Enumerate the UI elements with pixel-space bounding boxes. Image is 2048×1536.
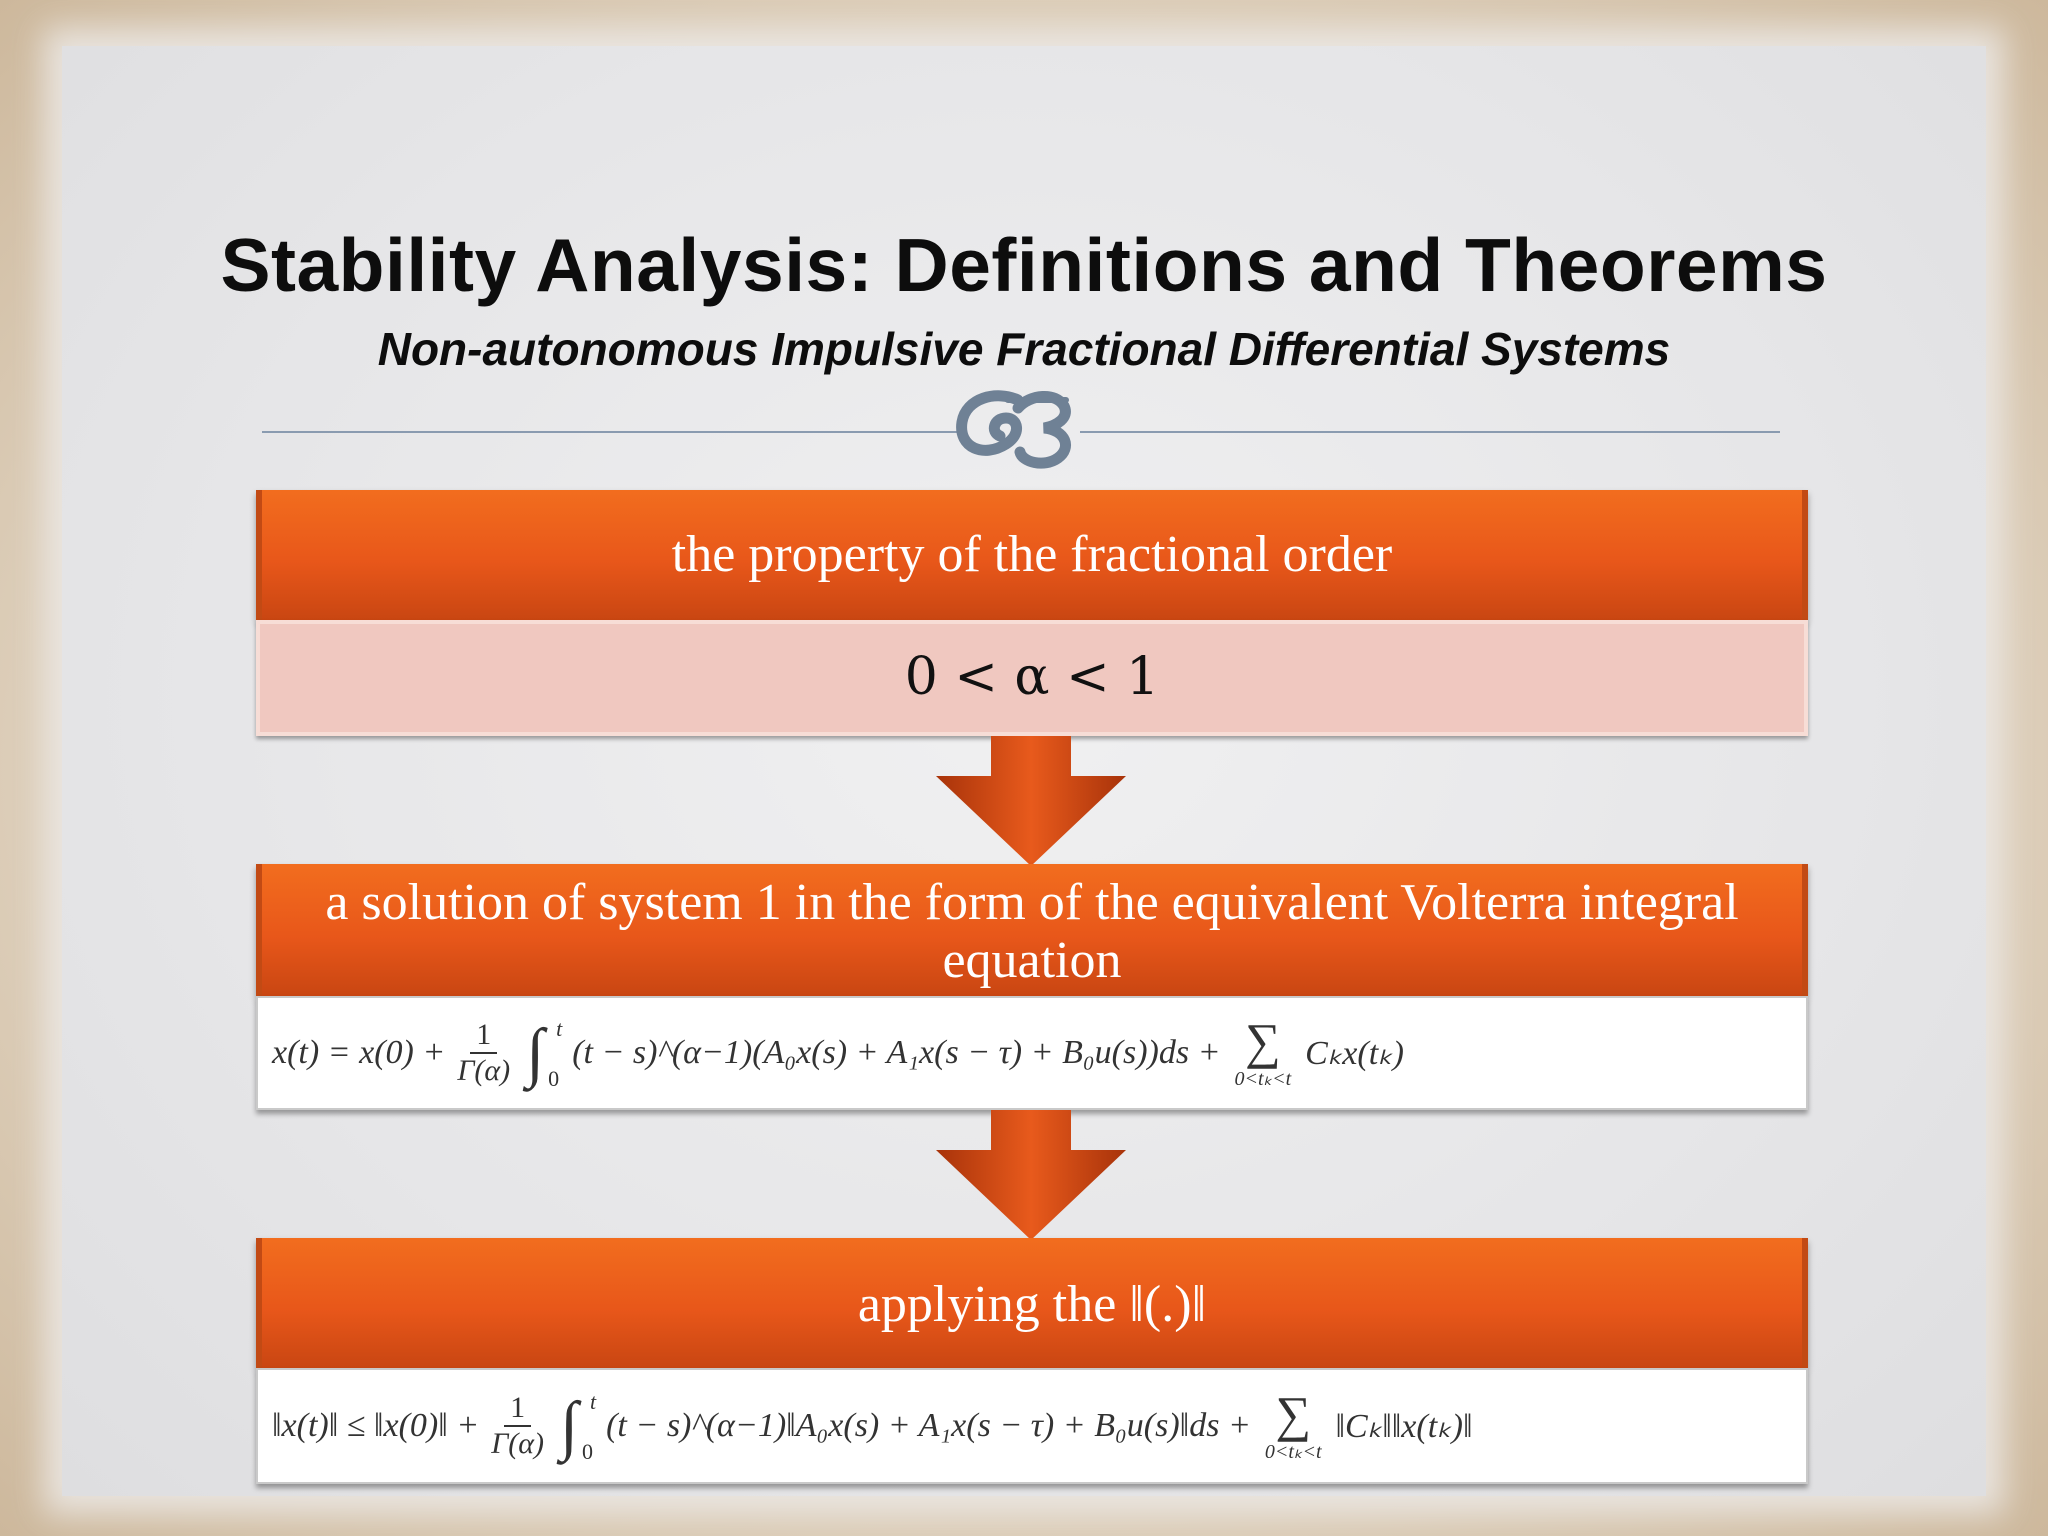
eq2-lhs: ‖x(t)‖ ≤ ‖x(0)‖ +: [272, 1407, 480, 1444]
down-arrow-icon: [936, 736, 1126, 866]
eq2-int-upper: t: [590, 1389, 597, 1414]
eq1-int-upper: t: [556, 1016, 563, 1041]
eq2-sum-sign: ∑: [1275, 1385, 1312, 1442]
block3-header: applying the ‖(.)‖: [256, 1238, 1808, 1368]
eq1-sum: ∑ 0<tₖ<t: [1235, 1016, 1292, 1091]
slide-title: Stability Analysis: Definitions and Theo…: [220, 223, 1828, 307]
eq2-fraction: 1 Γ(α): [491, 1391, 544, 1461]
eq2-sum-limits: 0<tₖ<t: [1264, 1440, 1322, 1463]
eq2-frac-num: 1: [504, 1391, 532, 1427]
eq2-int-lower: 0: [582, 1439, 594, 1464]
eq2-sum: ∑ 0<tₖ<t: [1265, 1389, 1322, 1464]
slide-subtitle: Non-autonomous Impulsive Fractional Diff…: [377, 323, 1671, 375]
eq1-lhs: x(t) = x(0) +: [272, 1034, 446, 1071]
eq1-sum-limits: 0<tₖ<t: [1234, 1067, 1292, 1090]
eq1-int-lower: 0: [548, 1066, 560, 1091]
block1-content: 0 < α < 1: [256, 620, 1808, 736]
block1-header: the property of the fractional order: [256, 490, 1808, 620]
eq1-integrand: (t − s)^(α−1)(A₀x(s) + A₁x(s − τ) + B₀u(…: [572, 1034, 1221, 1071]
divider-right: [1080, 431, 1780, 433]
eq2-frac-den: Γ(α): [491, 1427, 545, 1460]
eq2-integrand: (t − s)^(α−1)‖A₀x(s) + A₁x(s − τ) + B₀u(…: [606, 1407, 1251, 1444]
eq1-frac-num: 1: [470, 1018, 498, 1054]
eq2-sum-term: ‖Cₖ‖‖x(tₖ)‖: [1335, 1408, 1473, 1445]
eq1-frac-den: Γ(α): [457, 1054, 511, 1087]
ornament-flourish-icon: [956, 390, 1071, 469]
divider-left: [262, 431, 962, 433]
eq1-sum-term: Cₖx(tₖ): [1305, 1035, 1404, 1072]
down-arrow-icon: [936, 1110, 1126, 1240]
eq1-sum-sign: ∑: [1245, 1012, 1281, 1069]
block2-header: a solution of system 1 in the form of th…: [256, 864, 1808, 996]
eq1-fraction: 1 Γ(α): [457, 1018, 510, 1088]
